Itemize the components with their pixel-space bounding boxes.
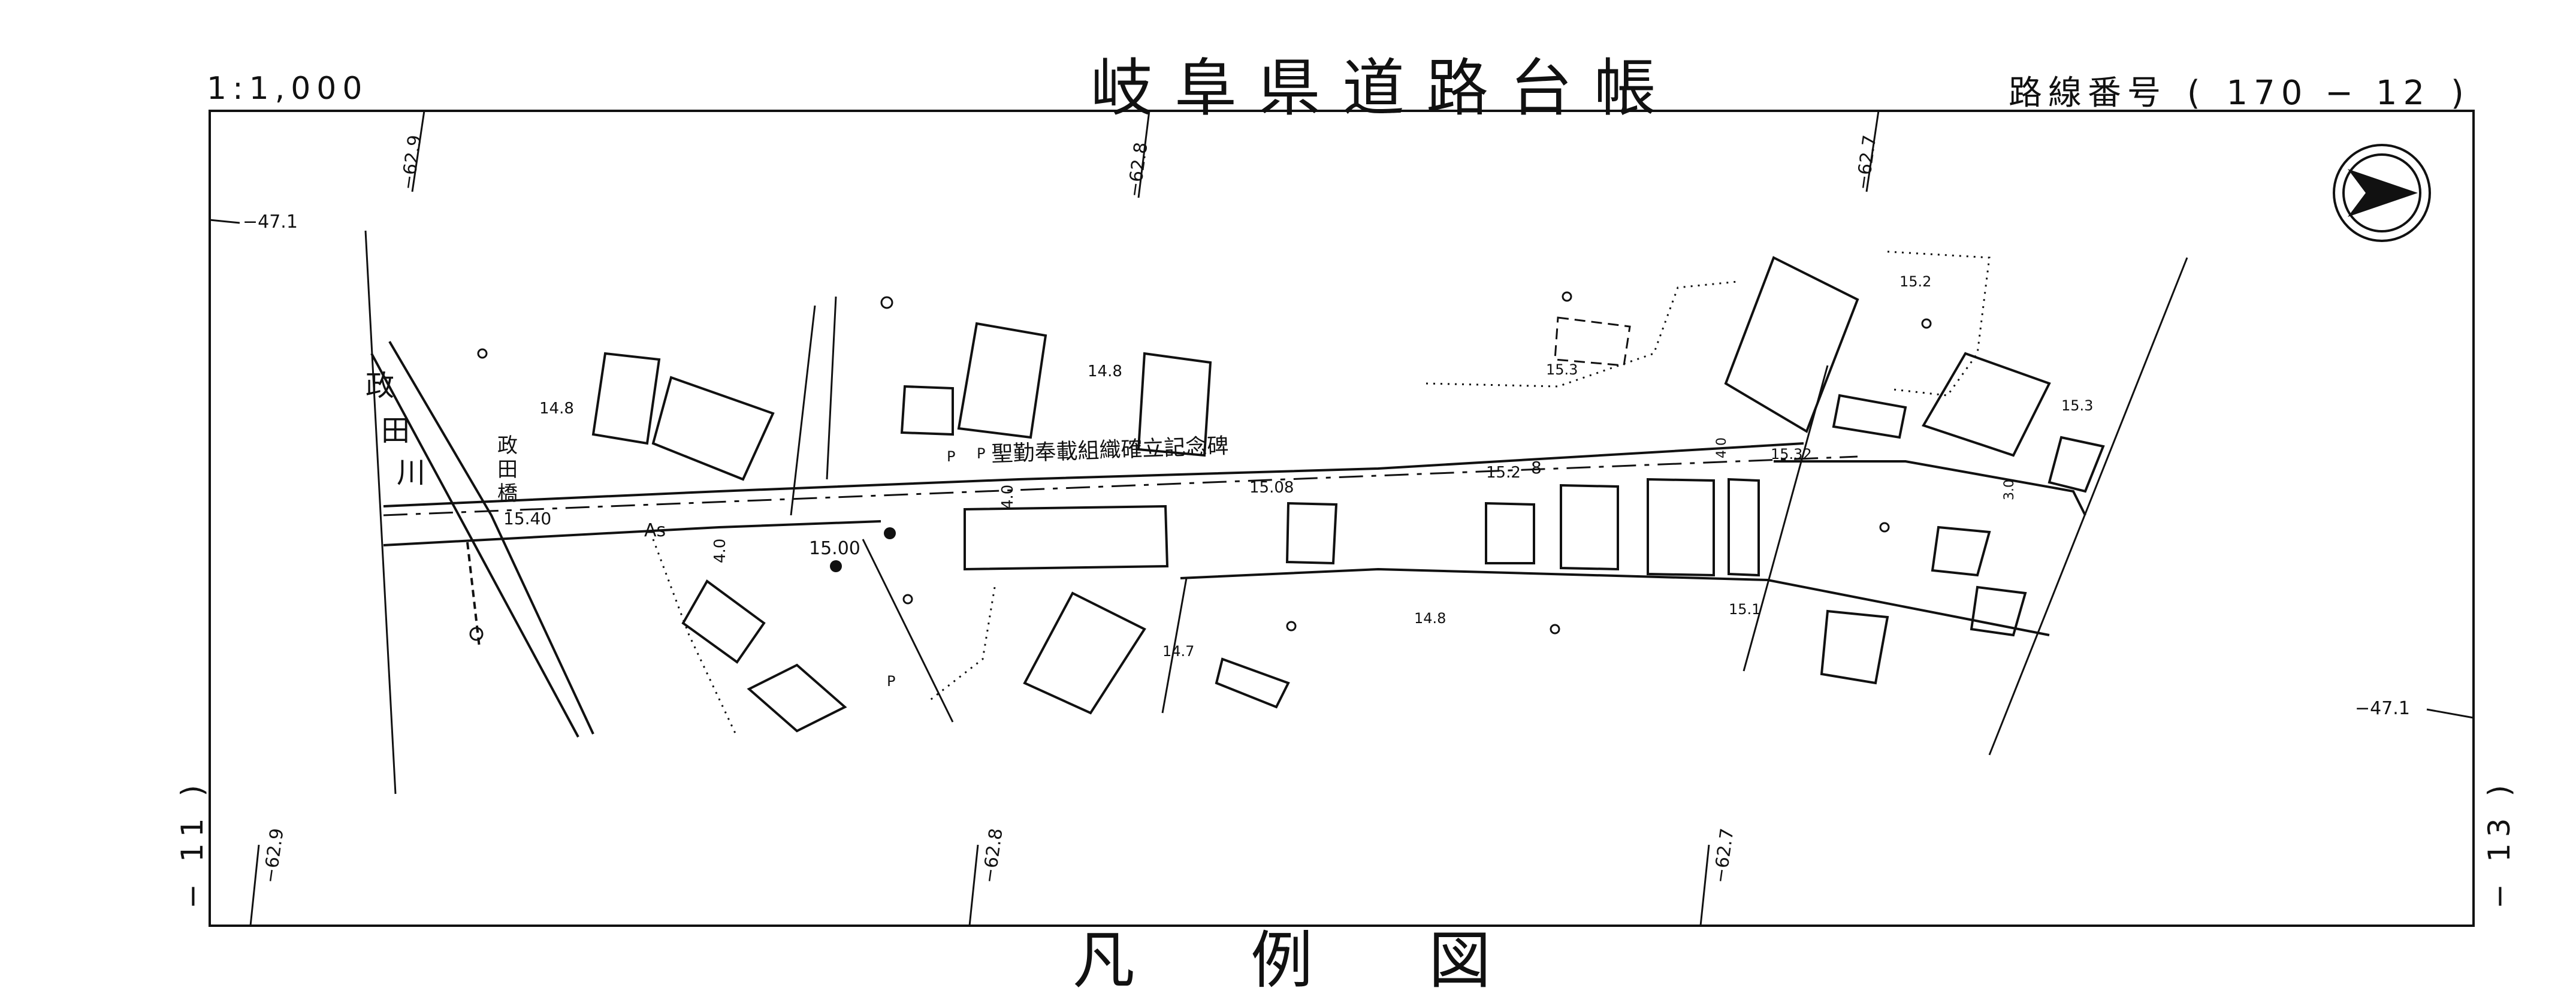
parking-mark-1: P [947,448,955,465]
route-label: 路線番号 [2009,74,2167,113]
grid-label-left-y: −47.1 [243,212,298,232]
elevation-4: 14.8 [1088,362,1122,380]
map-frame [209,110,2475,927]
elevation-6: 15.2 [1486,464,1521,482]
monument-label: 聖勤奉載組織確立記念碑 [991,434,1229,467]
route-value: 170 − 12 [2226,74,2431,113]
pavement-label: As [644,520,666,541]
route-number: 路線番号 ( 170 − 12 ) [2009,66,2474,114]
road-width-5: 3.0 [2002,479,2017,500]
river-name-2: 田 [381,414,410,448]
river [370,340,594,738]
map-scale: 1:1,000 [207,71,369,107]
elevation-9: 15.2 [1899,273,1931,290]
bridge-name-1: 政 [497,434,518,458]
elevation-12: 14.7 [1162,643,1194,660]
road-width-3: 8 [1531,458,1542,478]
river-name-1: 政 [366,369,394,403]
road-width-4: 4.0 [1714,437,1729,458]
grid-label-top-3: −62.7 [1852,134,1880,191]
utility-pole-2 [830,560,842,572]
road-width-1: 4.0 [711,539,729,563]
elevation-8: 15.3 [1546,361,1578,378]
grid-label-bottom-1: −62.9 [259,827,288,884]
elevation-3: 15.00 [809,538,860,559]
elevation-10: 15.3 [2061,397,2093,414]
road-width-2: 4.0 [999,485,1017,509]
grid-label-right-y: −47.1 [2355,698,2410,719]
road-map: −62.9 −62.8 −62.7 −47.1 −47.1 −62.9 −62.… [209,110,2475,927]
sheet-title: 岐阜県道路台帳 [1091,52,1678,125]
route-close-paren: ) [2450,74,2470,113]
road-edges [364,230,2188,794]
map-symbols [469,291,1932,641]
buildings [591,256,2105,733]
grid-label-bottom-3: −62.7 [1710,827,1738,884]
elevation-2: 15.40 [503,509,551,528]
bridge-name-2: 田 [497,458,518,482]
elevation-13: 14.8 [1414,610,1446,627]
grid-label-top-2: −62.8 [1124,141,1152,198]
utility-pole-1 [884,527,896,539]
elevation-1: 14.8 [539,400,574,418]
elevation-11: 15.1 [1729,601,1760,618]
parking-mark-2: P [977,445,985,462]
bridge-name-3: 橋 [497,482,518,506]
main-road [383,442,2086,636]
parcel-boundaries [652,250,1991,738]
bottom-title-partial: 凡 例 図 [1073,924,1539,997]
north-arrow-icon [2333,144,2431,242]
elevation-7: 15.32 [1771,446,1812,463]
grid-label-bottom-2: −62.8 [979,827,1007,884]
grid-label-top-1: −62.9 [397,134,425,191]
elevation-5: 15.08 [1249,479,1294,497]
route-open-paren: ( [2187,74,2206,113]
parking-mark-3: P [887,673,895,690]
river-name-3: 川 [397,456,425,490]
dashed-structure [1554,316,1631,367]
